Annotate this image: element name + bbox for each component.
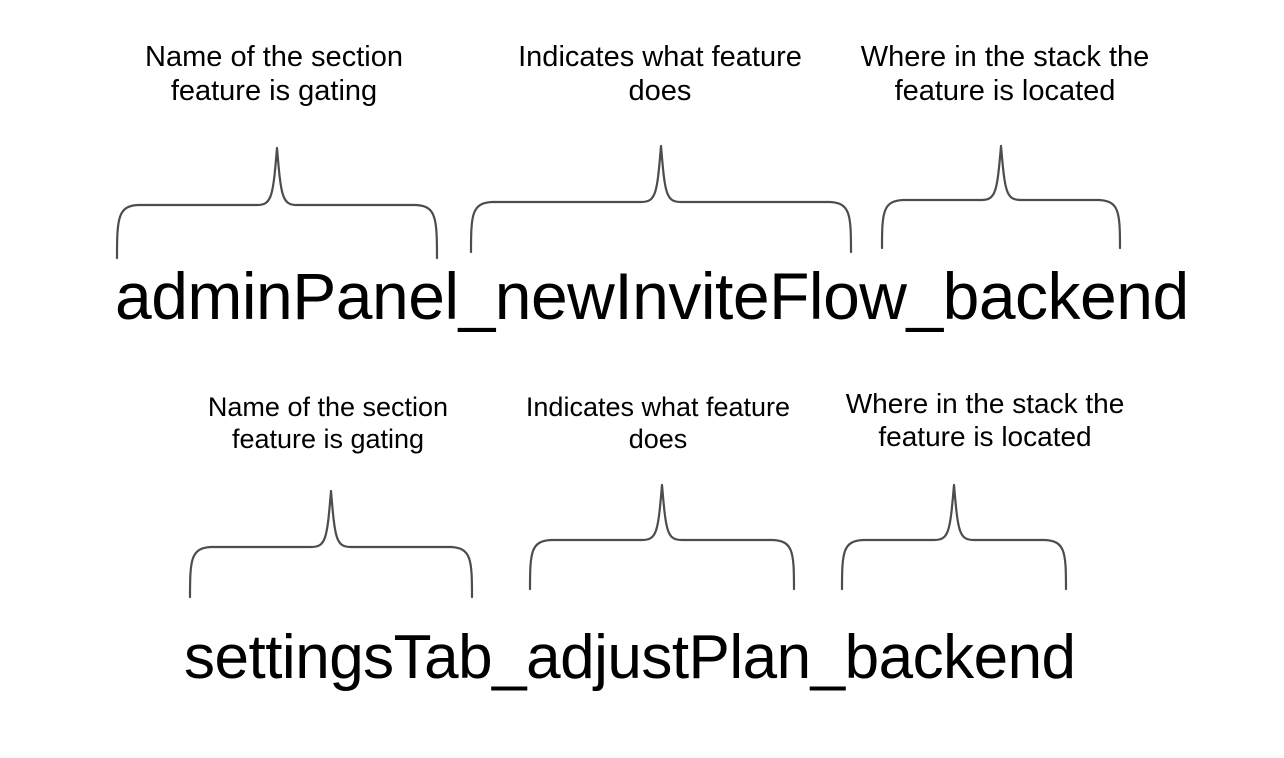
feature-flag-string-row2: settingsTab_adjustPlan_backend <box>184 623 1076 692</box>
curly-brace-icon-row2-segment1 <box>188 489 474 599</box>
annotation-label-row2-segment3: Where in the stack the feature is locate… <box>845 388 1125 453</box>
feature-flag-string-row1: adminPanel_newInviteFlow_backend <box>115 259 1189 333</box>
curly-brace-icon-row1-segment1 <box>115 146 439 260</box>
annotation-label-row2-segment2: Indicates what feature does <box>525 392 791 454</box>
annotation-label-row1-segment3: Where in the stack the feature is locate… <box>860 41 1150 108</box>
curly-brace-icon-row2-segment2 <box>528 483 796 591</box>
curly-brace-icon-row1-segment3 <box>880 144 1122 250</box>
curly-brace-icon-row1-segment2 <box>469 144 853 254</box>
curly-brace-icon-row2-segment3 <box>840 483 1068 591</box>
annotation-label-row1-segment1: Name of the section feature is gating <box>145 41 403 108</box>
annotation-label-row1-segment2: Indicates what feature does <box>518 41 802 108</box>
annotation-label-row2-segment1: Name of the section feature is gating <box>207 392 449 454</box>
